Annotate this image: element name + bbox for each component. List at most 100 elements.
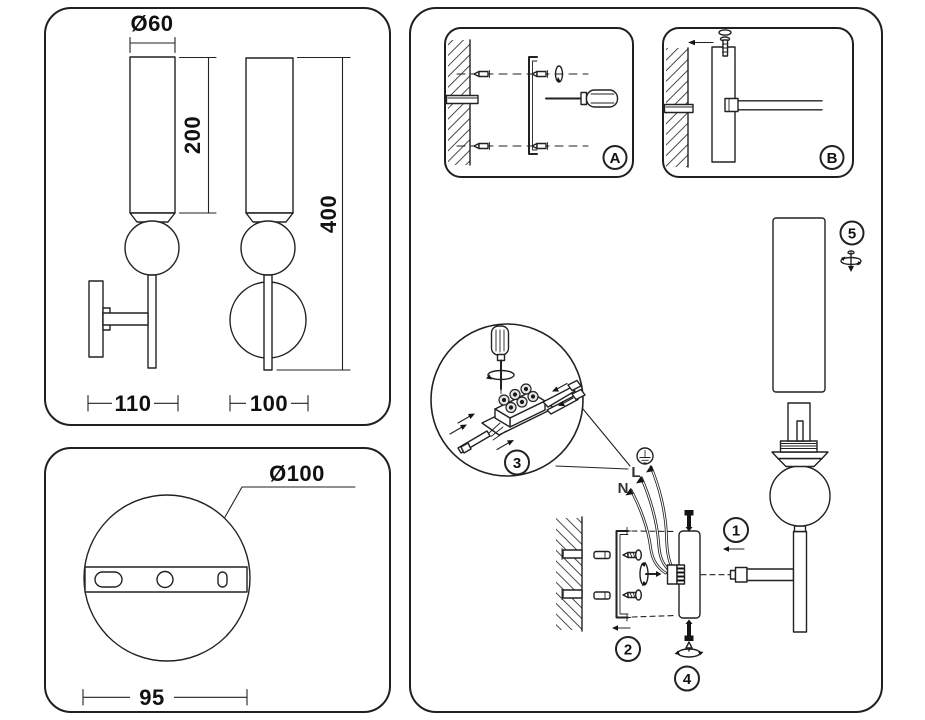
socket-pin xyxy=(796,420,804,442)
screw-icon xyxy=(473,142,490,150)
align-line-top xyxy=(631,530,677,533)
wall-plate-side xyxy=(88,280,104,358)
dim-body-width-label: 100 xyxy=(250,391,288,416)
plate-screw-bottom xyxy=(684,619,694,641)
wiring-labels: L N xyxy=(618,447,654,497)
detail-leader-line xyxy=(555,465,629,470)
terminal-screw xyxy=(527,390,539,403)
dim-shade-diameter: Ø60 xyxy=(129,11,176,54)
rotate-screw-icon xyxy=(718,29,732,57)
arm-nub xyxy=(729,569,737,580)
mounting-bracket-side xyxy=(528,56,538,155)
step-1-label: 1 xyxy=(732,523,740,540)
wall-arm xyxy=(746,568,795,582)
sphere-joint xyxy=(769,465,831,527)
stem-rod xyxy=(147,274,157,369)
glass-tube xyxy=(772,217,826,393)
step-5-badge xyxy=(839,220,865,246)
threaded-collar xyxy=(779,440,818,453)
dim-overall-height: 400 xyxy=(276,56,351,371)
dim-plate-diameter: Ø100 xyxy=(224,461,356,518)
inset-step-a: A xyxy=(444,27,634,178)
mounting-bracket xyxy=(615,527,631,622)
shade-collar xyxy=(129,212,176,223)
installation-panel-border xyxy=(409,7,883,713)
cable-left xyxy=(457,422,507,454)
sphere-cone xyxy=(777,457,823,468)
slot-hole xyxy=(94,571,123,588)
dim-hole-spacing-label: 95 xyxy=(139,685,164,710)
inset-b-badge xyxy=(819,145,845,170)
screw-icon xyxy=(622,549,643,561)
dim-shade-diameter-label: Ø60 xyxy=(130,11,173,36)
inset-a-border xyxy=(444,27,634,178)
insert-arrow xyxy=(552,382,568,392)
insert-arrow xyxy=(496,440,514,451)
wiring-detail-bubble: 3 xyxy=(430,323,631,477)
stem-rod xyxy=(792,530,808,633)
screw-icon xyxy=(531,142,548,150)
bracket-pin xyxy=(663,103,694,114)
wall-arm xyxy=(102,312,149,326)
rotate-disc-icon xyxy=(674,641,704,658)
rod-cap xyxy=(793,525,807,533)
arm-connector xyxy=(724,97,739,113)
wall-hatch xyxy=(556,518,582,630)
terminal-screw xyxy=(498,394,510,406)
slide-left-arrow xyxy=(612,625,631,631)
slide-left-arrow xyxy=(688,39,714,46)
glass-shade: 5 xyxy=(772,217,865,393)
dim-body-width: 100 xyxy=(229,391,309,416)
center-hole xyxy=(156,570,174,589)
detail-leader-line xyxy=(582,408,631,467)
dim-shade-height-label: 200 xyxy=(180,116,205,154)
wall-plug-inserted xyxy=(561,548,583,560)
arm-connector xyxy=(734,566,748,583)
shade-disc xyxy=(771,451,829,460)
wall-plug-inserted xyxy=(561,588,583,600)
wall-plug-icon xyxy=(593,591,611,600)
inset-step-b: B xyxy=(662,27,854,178)
insert-arrow xyxy=(449,424,467,435)
step-3-badge xyxy=(504,449,530,476)
step-3-label: 3 xyxy=(513,455,521,472)
small-hole xyxy=(217,571,228,588)
align-line-bottom xyxy=(631,614,677,618)
screwdriver-icon xyxy=(545,89,619,108)
shade-tube xyxy=(129,56,176,214)
ground-icon xyxy=(636,447,654,465)
backplate-panel: Ø100 95 xyxy=(44,447,391,713)
step-5-label: 5 xyxy=(848,226,856,243)
terminal-screw xyxy=(509,388,521,401)
rotate-screw-icon xyxy=(554,65,564,83)
shade-tube-2 xyxy=(245,57,294,214)
insert-arrow xyxy=(558,397,574,406)
rotate-screw-icon xyxy=(639,562,662,586)
dim-mask xyxy=(246,392,291,414)
insert-arrow xyxy=(457,413,475,424)
front-view xyxy=(88,56,180,369)
inset-a-label: A xyxy=(610,150,621,167)
screw-icon xyxy=(473,70,490,78)
dimensions-panel-border xyxy=(44,7,391,426)
backplate-panel-border xyxy=(44,447,391,713)
dim-mask xyxy=(112,392,154,414)
terminal-screw xyxy=(516,396,528,408)
plate-screw-top xyxy=(684,510,694,532)
step-2-label: 2 xyxy=(624,642,632,659)
dim-overall-height-label: 400 xyxy=(316,195,341,233)
inset-b-border xyxy=(662,27,854,178)
wall-mounting: 2 4 xyxy=(556,465,704,692)
wire-live-label: L xyxy=(631,464,640,481)
step-4-badge xyxy=(674,665,700,692)
wall-plug-icon xyxy=(593,550,611,560)
step-4-label: 4 xyxy=(683,671,692,688)
rotate-disc-icon xyxy=(840,250,862,272)
supply-wires xyxy=(625,465,673,575)
terminal-block-mounted xyxy=(666,564,686,585)
dim-plate-diameter-label: Ø100 xyxy=(269,461,325,486)
inset-b-label: B xyxy=(827,150,838,167)
dim-hole-spacing: 95 xyxy=(82,685,248,710)
stem-rod-2 xyxy=(263,274,273,371)
